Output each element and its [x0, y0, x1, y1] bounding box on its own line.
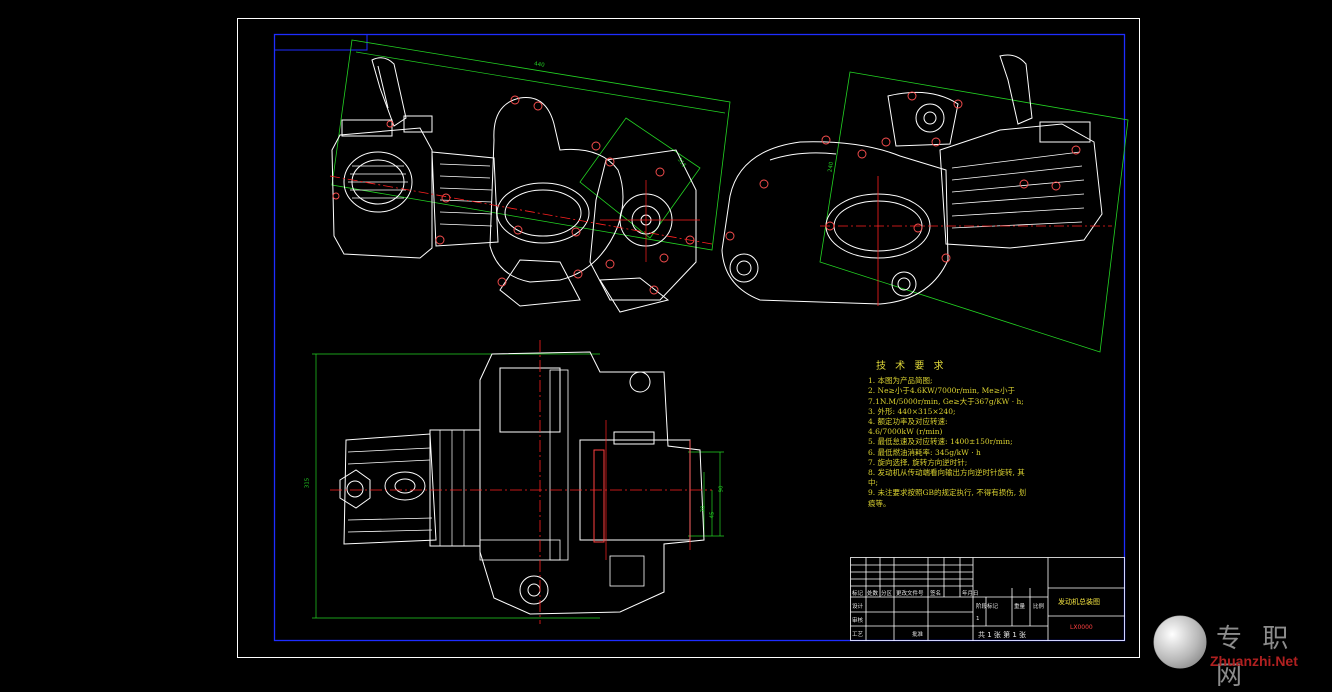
watermark-ball-icon	[1154, 616, 1206, 668]
title-block	[850, 557, 1125, 641]
header-label-change-doc: 更改文件号	[896, 591, 924, 597]
drawing-title: 发动机总装图	[1058, 598, 1100, 606]
row-label-process: 工艺	[852, 632, 864, 638]
header-label-mark: 标记	[852, 591, 864, 597]
requirement-line: 4.6/7000kW (r/min)	[868, 427, 943, 437]
requirement-line: 8. 发动机从传动端看向输出方向逆时针旋转, 其	[868, 468, 1025, 478]
watermark-latin: Zhuanzhi.Net	[1210, 653, 1298, 669]
dim-label-bottom-height: 315	[304, 477, 311, 489]
requirement-line: 9. 未注要求按照GB的规定执行, 不得有损伤, 划	[868, 488, 1027, 498]
requirement-line: 5. 最低怠速及对应转速: 1400±150r/min;	[868, 437, 1013, 447]
dim-box-top-left	[331, 39, 731, 251]
requirement-line: 中;	[868, 478, 879, 488]
scale-label: 比例	[1033, 604, 1045, 610]
approve-label: 批准	[912, 632, 924, 638]
requirement-line: 3. 外形: 440×315×240;	[868, 406, 956, 416]
sheet-info: 共 1 张 第 1 张	[978, 631, 1027, 639]
requirement-line: 7. 旋向选择, 旋转方向逆时针;	[868, 457, 968, 467]
requirement-line: 4. 额定功率及对应转速:	[868, 417, 948, 427]
dim-box-top-right	[819, 71, 1129, 353]
border-corner-mark	[274, 34, 368, 51]
top-right-engine-view	[721, 54, 1129, 353]
dim-label-right-a: 90	[718, 485, 725, 493]
requirement-line: 痕等。	[868, 498, 891, 508]
requirement-line: 2. Ne≥小于4.6KW/7000r/min, Me≥小于	[868, 386, 1016, 396]
header-label-zone: 分区	[881, 591, 893, 597]
watermark-chinese: 专 职 网	[1216, 624, 1295, 691]
row-label-review: 审核	[852, 618, 864, 624]
top-left-engine-view	[329, 39, 731, 313]
drawing-code: LX0000	[1070, 624, 1093, 631]
zhuanzhi-watermark: 专 职 网 Zhuanzhi.Net	[1150, 612, 1332, 691]
header-label-date: 年月日	[962, 591, 979, 597]
requirement-line: 7.1N.M/5000r/min, Ge≥大于367g/KW · h;	[868, 396, 1024, 406]
dim-label-right-c: 45	[709, 511, 716, 519]
bottom-engine-plan-view	[312, 340, 724, 624]
stage-label: 阶段标记	[976, 604, 999, 610]
inner-border	[273, 33, 1126, 642]
requirement-line: 1. 本图为产品简图;	[868, 376, 933, 386]
outer-frame	[237, 18, 1140, 658]
header-label-count: 处数	[867, 591, 879, 597]
requirements-heading: 技 术 要 求	[876, 361, 947, 372]
requirement-line: 6. 最低燃油消耗率: 345g/kW · h	[868, 447, 981, 457]
scale-value: 1	[976, 616, 980, 622]
header-label-sign: 签名	[930, 591, 942, 597]
technical-requirements: 技 术 要 求 1. 本图为产品简图; 2. Ne≥小于4.6KW/7000r/…	[868, 361, 1168, 509]
dim-label-right-b: 70	[700, 505, 707, 513]
row-label-design: 设计	[852, 604, 864, 610]
weight-label: 重量	[1014, 604, 1026, 610]
